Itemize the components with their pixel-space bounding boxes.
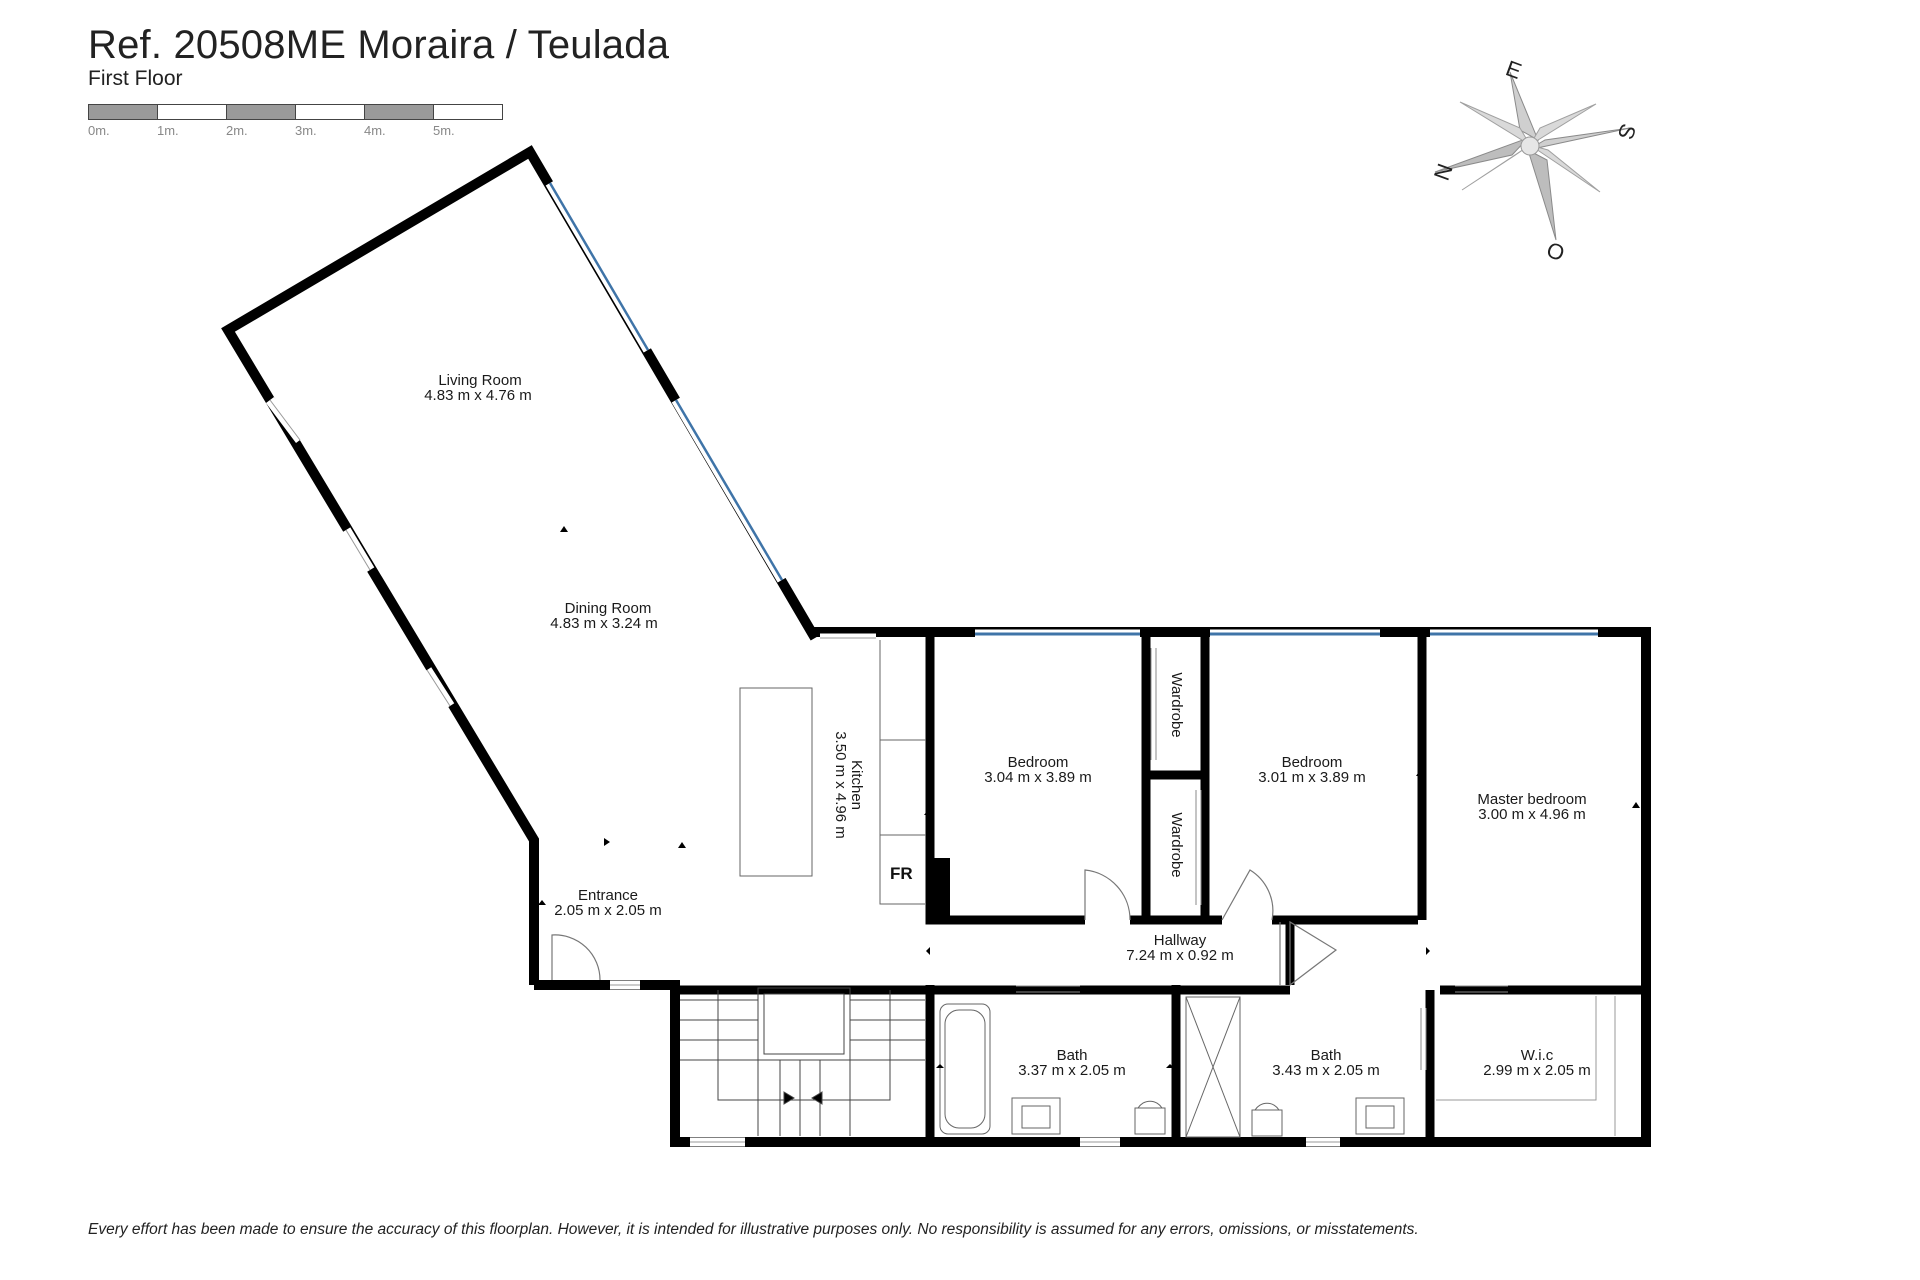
interior-walls: [675, 634, 1646, 1142]
staircase: [680, 987, 925, 1136]
plan-title: Ref. 20508ME Moraira / Teulada: [88, 23, 670, 67]
room-name: Hallway: [1154, 932, 1207, 949]
room-name: W.i.c: [1521, 1047, 1554, 1064]
room-size: 3.01 m x 3.89 m: [1258, 769, 1366, 786]
scale-segment: [433, 104, 503, 120]
room-labels: Living Room 4.83 m x 4.76 m Dining Room …: [424, 372, 1591, 1079]
room-size: 3.43 m x 2.05 m: [1272, 1062, 1380, 1079]
room-name: Entrance: [578, 887, 638, 904]
wardrobe-doors: [1016, 648, 1508, 1070]
room-name: Dining Room: [565, 600, 652, 617]
scale-label: 1m.: [157, 123, 179, 138]
scale-label: 5m.: [433, 123, 455, 138]
room-size: 2.99 m x 2.05 m: [1483, 1062, 1591, 1079]
room-name: Wardrobe: [1168, 812, 1185, 877]
room-size: 3.04 m x 3.89 m: [984, 769, 1092, 786]
compass-south: S: [1613, 121, 1642, 143]
room-size: 3.00 m x 4.96 m: [1478, 806, 1586, 823]
room-name: Kitchen: [848, 760, 865, 810]
room-size: 3.50 m x 4.96 m: [832, 731, 849, 839]
room-size: 3.37 m x 2.05 m: [1018, 1062, 1126, 1079]
room-name: Bedroom: [1282, 754, 1343, 771]
room-name: Bath: [1057, 1047, 1088, 1064]
bath2-fixtures: [1185, 996, 1405, 1138]
room-name: Living Room: [438, 372, 521, 389]
room-size: 4.83 m x 3.24 m: [550, 615, 658, 632]
scale-label: 0m.: [88, 123, 110, 138]
room-name: Bedroom: [1008, 754, 1069, 771]
compass-east: E: [1502, 55, 1524, 84]
disclaimer: Every effort has been made to ensure the…: [88, 1221, 1419, 1238]
scale-label: 4m.: [364, 123, 386, 138]
floor-label: First Floor: [88, 67, 183, 90]
kitchen-island: [739, 687, 813, 877]
compass-west: O: [1543, 237, 1568, 266]
doors: [551, 869, 1338, 987]
scale-label: 2m.: [226, 123, 248, 138]
scale-bar: 0m. 1m. 2m. 3m. 4m. 5m.: [88, 104, 508, 138]
fridge-label: FR: [890, 864, 913, 883]
bath1-fixtures: [939, 1003, 1166, 1135]
wall-column: [930, 858, 950, 920]
room-name: Bath: [1311, 1047, 1342, 1064]
room-size: 7.24 m x 0.92 m: [1126, 947, 1234, 964]
windows: [266, 180, 1598, 1147]
scale-label: 3m.: [295, 123, 317, 138]
kitchen-fixtures: [739, 640, 926, 905]
room-size: 4.83 m x 4.76 m: [424, 387, 532, 404]
room-name: Wardrobe: [1168, 672, 1185, 737]
room-size: 2.05 m x 2.05 m: [554, 902, 662, 919]
wic-fixtures: [1436, 996, 1616, 1136]
dimension-markers: [538, 526, 1640, 1068]
compass-north: N: [1429, 160, 1458, 183]
compass-icon: N E S O: [1429, 55, 1641, 266]
room-name: Master bedroom: [1477, 791, 1586, 808]
